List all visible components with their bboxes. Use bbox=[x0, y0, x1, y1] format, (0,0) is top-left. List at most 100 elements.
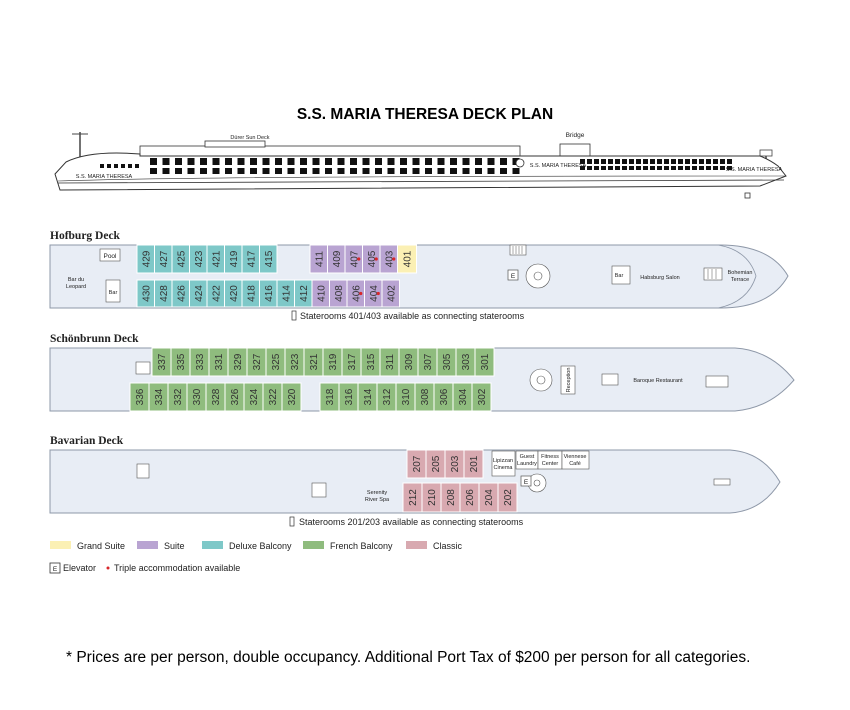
cabin-number: 205 bbox=[431, 455, 442, 472]
cabin-number: 411 bbox=[314, 251, 325, 267]
cabin-number: 426 bbox=[176, 285, 187, 302]
cabin-number: 202 bbox=[503, 489, 514, 506]
window-upper bbox=[187, 158, 195, 165]
legend: Grand Suite Suite Deluxe Balcony French Bal… bbox=[50, 541, 463, 551]
page-title: S.S. MARIA THERESA DECK PLAN bbox=[296, 106, 554, 123]
hofburg-deck-title: Hofburg Deck bbox=[50, 230, 121, 242]
river-spa-label: River Spa bbox=[365, 497, 390, 503]
window-bow bbox=[128, 164, 132, 168]
hull-name-mid: S.S. MARIA THERESA bbox=[530, 163, 587, 169]
cabin-number: 332 bbox=[173, 388, 184, 405]
cabin-number: 210 bbox=[427, 489, 438, 506]
cabin-335: 335 bbox=[170, 347, 191, 377]
cabin-421: 421 bbox=[206, 244, 225, 274]
window-lower bbox=[450, 168, 457, 174]
reception-desk bbox=[560, 365, 576, 395]
cabin-number: 206 bbox=[465, 489, 476, 506]
legend-swatch bbox=[406, 541, 427, 549]
window-upper bbox=[412, 158, 420, 165]
legend-label: Classic bbox=[433, 541, 463, 551]
window-aft bbox=[685, 159, 690, 164]
cabin-number: 309 bbox=[404, 353, 415, 370]
legend-label: Suite bbox=[164, 541, 185, 551]
schonbrunn-stairs-left bbox=[135, 361, 151, 375]
cabin-307: 307 bbox=[417, 347, 438, 377]
window-upper bbox=[212, 158, 220, 165]
cabin-426: 426 bbox=[171, 279, 190, 308]
window-aft-lower bbox=[727, 166, 732, 170]
bavarian-elevator-icon bbox=[520, 475, 532, 487]
cabin-number: 312 bbox=[382, 388, 393, 405]
cabin-205: 205 bbox=[425, 449, 446, 479]
bavarian-connecting-note: Staterooms 201/203 available as connecti… bbox=[299, 517, 524, 527]
aft-mast-box bbox=[759, 149, 773, 157]
ship-profile: Dürer Sun Deck Bridge S.S. MARIA THERESA… bbox=[54, 132, 787, 199]
window-aft bbox=[629, 159, 634, 164]
window-aft-lower bbox=[678, 166, 683, 170]
legend-item-french-balcony: French Balcony bbox=[303, 541, 393, 551]
cabin-323: 323 bbox=[284, 347, 305, 377]
cabin-box bbox=[397, 244, 417, 274]
window-aft-lower bbox=[629, 166, 634, 170]
cabin-314: 314 bbox=[357, 382, 378, 412]
window-upper bbox=[337, 158, 345, 165]
cabin-number: 326 bbox=[230, 388, 241, 405]
hofburg-terrace-arc bbox=[717, 244, 757, 309]
window-aft bbox=[692, 159, 697, 164]
cabin-number: 333 bbox=[195, 353, 206, 370]
cabin-430: 430 bbox=[136, 279, 155, 308]
cabin-408: 408 bbox=[329, 279, 348, 308]
window-aft bbox=[622, 159, 627, 164]
ship-logo bbox=[515, 158, 525, 168]
bavarian-aft-stairs bbox=[713, 478, 731, 486]
window-lower bbox=[212, 168, 220, 174]
bridge-house bbox=[559, 143, 591, 157]
cabin-number: 306 bbox=[439, 388, 450, 405]
schonbrunn-spiral-core bbox=[536, 375, 546, 385]
cabin-320: 320 bbox=[281, 382, 302, 412]
window-lower bbox=[250, 168, 257, 174]
cabin-box bbox=[474, 347, 495, 377]
cabin-315: 315 bbox=[360, 347, 381, 377]
cabin-405: 405 bbox=[362, 244, 381, 274]
window-aft-lower bbox=[699, 166, 704, 170]
hofburg-spiral-core bbox=[533, 271, 543, 281]
cabin-409: 409 bbox=[327, 244, 346, 274]
window-lower bbox=[337, 168, 345, 174]
hull-stripe bbox=[57, 175, 787, 182]
window-lower bbox=[312, 168, 320, 174]
window-aft bbox=[678, 159, 683, 164]
cabin-number: 301 bbox=[480, 353, 491, 370]
cafe-label: Café bbox=[569, 461, 581, 467]
legend-item-deluxe-balcony: Deluxe Balcony bbox=[202, 541, 292, 551]
leopard-label: Leopard bbox=[66, 284, 86, 290]
cabin-324: 324 bbox=[243, 382, 264, 412]
legend-label: Grand Suite bbox=[77, 541, 125, 551]
window-aft bbox=[636, 159, 641, 164]
cabin-427: 427 bbox=[154, 244, 173, 274]
hull-name-right: S.S. MARIA THERESA bbox=[726, 167, 783, 173]
cabin-number: 425 bbox=[176, 250, 187, 267]
cabin-407: 407 bbox=[344, 244, 363, 274]
cabin-number: 325 bbox=[271, 353, 282, 370]
cabin-306: 306 bbox=[433, 382, 454, 412]
window-aft bbox=[650, 159, 655, 164]
cabin-number: 405 bbox=[367, 250, 378, 267]
cabin-number: 302 bbox=[477, 388, 488, 405]
cabin-203: 203 bbox=[444, 449, 465, 479]
bavarian-connector-icon bbox=[289, 516, 295, 527]
cabin-417: 417 bbox=[241, 244, 260, 274]
window-bow bbox=[114, 164, 118, 168]
cabin-329: 329 bbox=[227, 347, 248, 377]
laundry-label: Laundry bbox=[517, 461, 537, 467]
hofburg-elevator-label: E bbox=[511, 273, 516, 280]
window-upper bbox=[225, 158, 232, 165]
legend-swatch bbox=[50, 541, 71, 549]
window-lower bbox=[475, 168, 482, 174]
sun-deck-railing bbox=[139, 145, 521, 157]
cabin-418: 418 bbox=[241, 279, 260, 308]
bar-label-left: Bar bbox=[109, 290, 118, 296]
cabin-number: 404 bbox=[369, 285, 380, 302]
cabin-number: 317 bbox=[347, 353, 358, 370]
